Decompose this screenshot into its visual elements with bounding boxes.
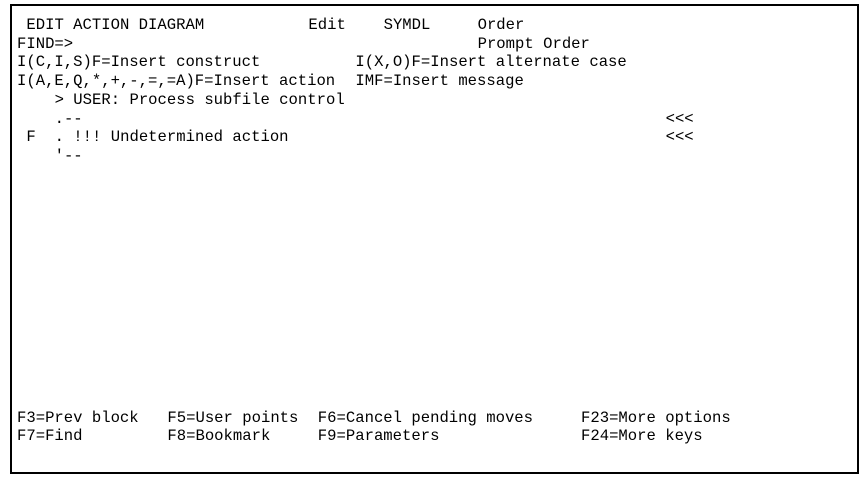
edit-mode-label: Edit [308,16,346,34]
change-marker-icon: <<< [665,109,694,128]
find-input[interactable] [82,35,459,53]
fkey-f8-bookmark[interactable]: F8=Bookmark [167,427,271,446]
fkey-f3-prev-block[interactable]: F3=Prev block [17,408,139,427]
diagram-construct-open: .-- [54,109,83,128]
page-title: EDIT ACTION DIAGRAM [26,16,205,34]
find-label: FIND=> [17,34,74,53]
fkey-f5-user-points[interactable]: F5=User points [167,408,299,427]
terminal-screen-border [10,4,859,474]
fkey-f23-more-options[interactable]: F23=More options [581,408,731,427]
help-insert-alternate-case: I(X,O)F=Insert alternate case [355,53,627,72]
fkey-f9-parameters[interactable]: F9=Parameters [317,427,440,446]
fkey-f24-more-keys[interactable]: F24=More keys [581,427,703,446]
diagram-selection-field[interactable]: F [26,128,36,147]
model-name: SYMDL [383,16,431,34]
help-insert-construct: I(C,I,S)F=Insert construct [17,53,261,72]
change-marker-icon: <<< [665,128,694,147]
diagram-construct-close: '-- [54,146,83,165]
diagram-user-point: > USER: Process subfile control [54,90,345,109]
function-name: Prompt Order [477,34,590,53]
diagram-undetermined-action: . !!! Undetermined action [54,128,289,147]
help-insert-action: I(A,E,Q,*,+,-,=,=A)F=Insert action [17,72,336,91]
fkey-f7-find[interactable]: F7=Find [17,427,83,446]
fkey-f6-cancel-moves[interactable]: F6=Cancel pending moves [317,408,534,427]
help-insert-message: IMF=Insert message [355,72,524,91]
object-name: Order [477,16,525,34]
